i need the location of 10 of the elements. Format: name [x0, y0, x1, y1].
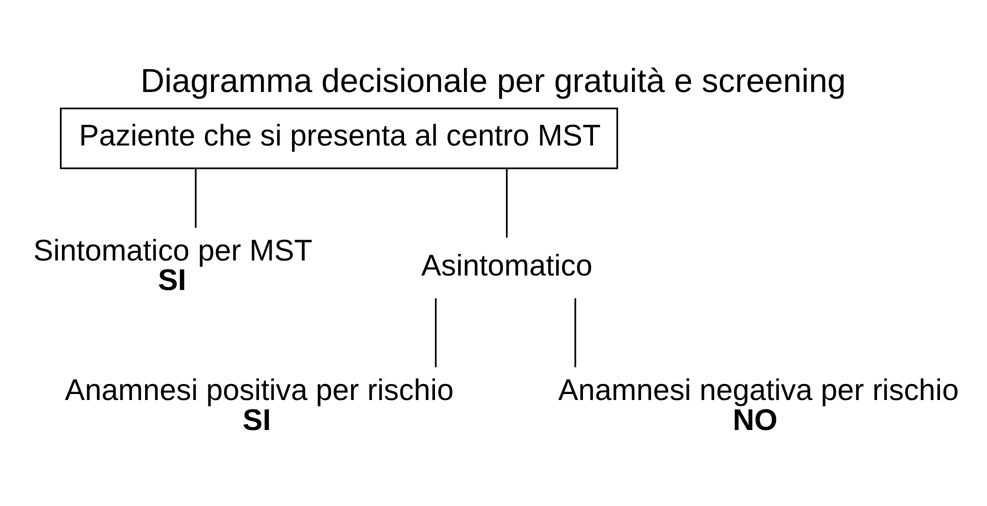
node-text: Anamnesi negativa per rischio NO: [558, 374, 959, 437]
connector: [434, 298, 437, 368]
connector: [506, 168, 508, 238]
connector: [194, 168, 197, 228]
node-text: Asintomatico: [421, 249, 592, 282]
node-box: Paziente che si presenta al centro MST: [60, 108, 618, 170]
node-text: Sintomatico per MST SI: [33, 234, 312, 298]
connector: [574, 298, 576, 368]
diagram-title: Diagramma decisionale per gratuità e screening: [140, 62, 846, 100]
node-text: Anamnesi positiva per rischio SI: [64, 374, 454, 437]
